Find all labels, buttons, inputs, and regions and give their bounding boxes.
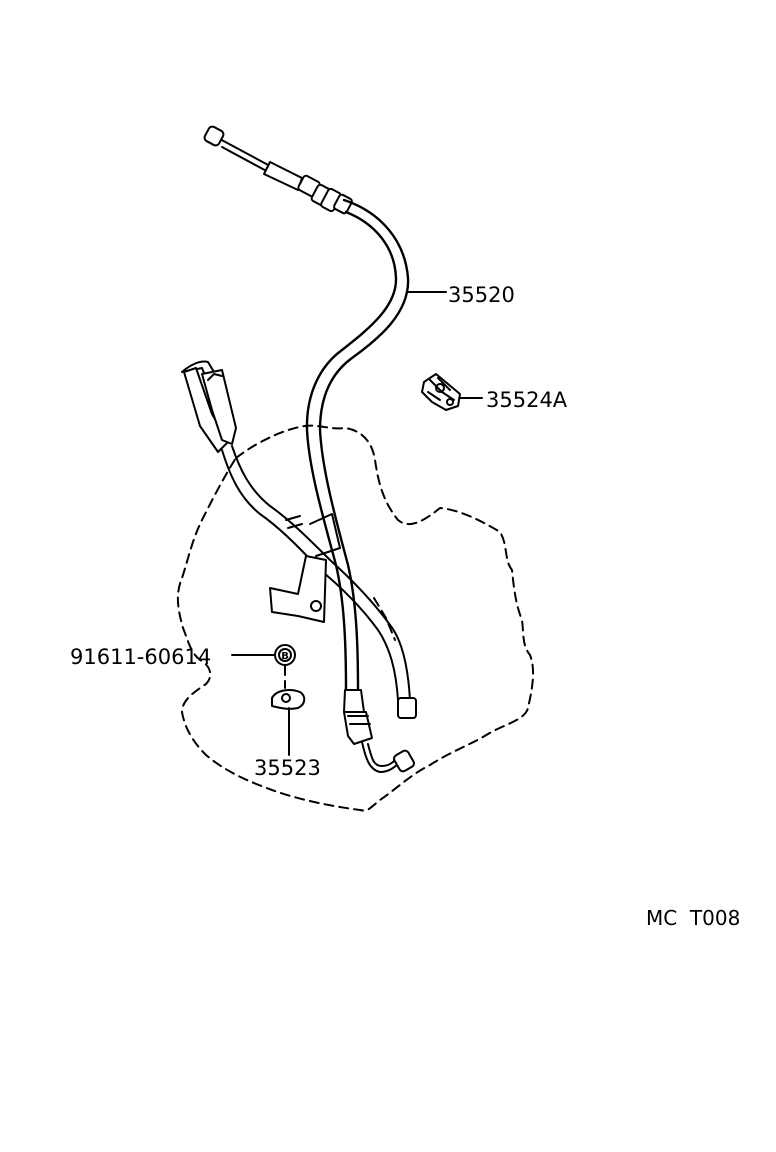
secondary-cable-bracket xyxy=(181,360,417,719)
label-35523: 35523 xyxy=(254,756,321,780)
clip-35524A xyxy=(421,373,483,411)
bolt-91611-60614: B xyxy=(231,644,296,689)
label-35520: 35520 xyxy=(448,283,515,307)
plate-35523 xyxy=(271,689,306,756)
label-91611-60614: 91611-60614 xyxy=(70,645,211,669)
bolt-symbol: B xyxy=(281,651,289,662)
control-cable-35520 xyxy=(203,125,447,773)
label-35524A: 35524A xyxy=(486,388,568,412)
figure-code: MC T008 xyxy=(646,906,740,930)
